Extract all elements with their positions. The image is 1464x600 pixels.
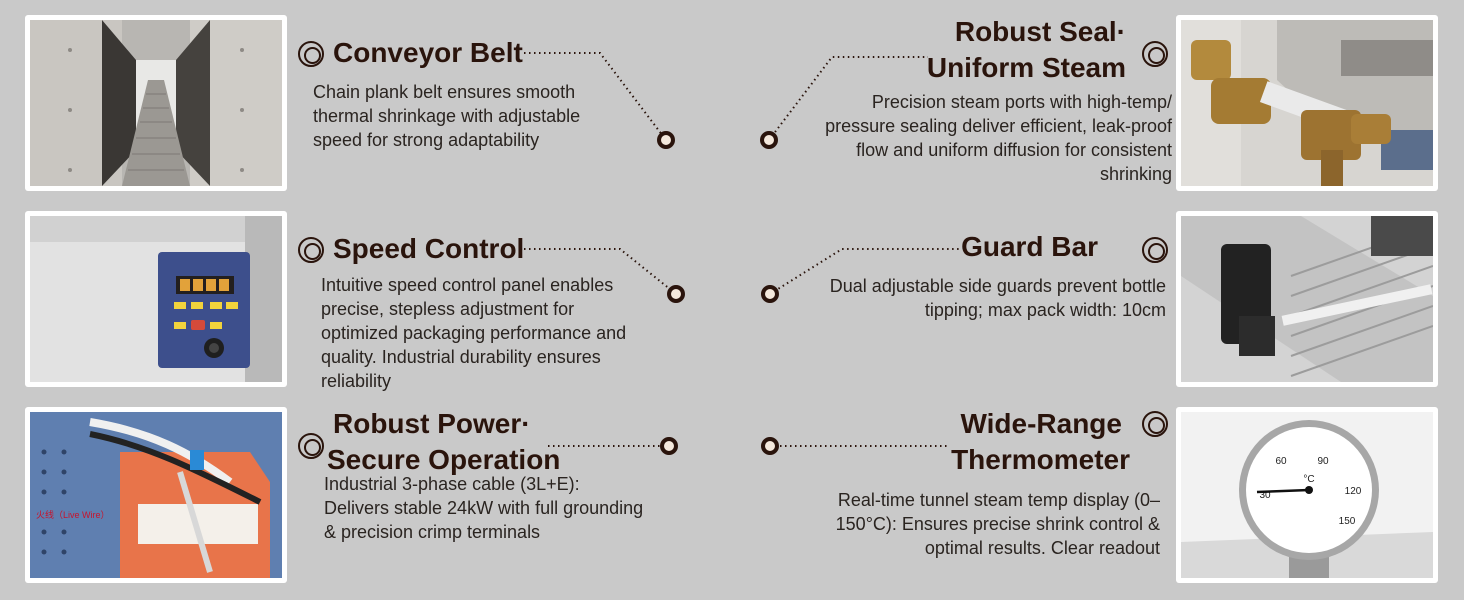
guard-bar-photo <box>1176 211 1438 387</box>
speed-control-title: Speed Control <box>333 233 525 264</box>
target-icon <box>298 237 324 263</box>
guard-bar-description: Dual adjustable side guards prevent bott… <box>829 276 1166 320</box>
leader-dot <box>667 285 685 303</box>
thermometer-gauge-image: 30 60 90 120 150 °C <box>1181 412 1433 578</box>
thermometer-title-line2: Thermometer <box>951 444 1130 475</box>
thermometer-photo: 30 60 90 120 150 °C <box>1176 407 1438 583</box>
gauge-unit: °C <box>1303 474 1314 485</box>
seal-description: Precision steam ports with high-temp/ pr… <box>825 92 1172 184</box>
power-description: Industrial 3-phase cable (3L+E): Deliver… <box>324 474 644 542</box>
conveyor-belt-title: Conveyor Belt <box>333 37 523 68</box>
conveyor-belt-description: Chain plank belt ensures smooth thermal … <box>313 82 581 150</box>
gauge-tick-30: 30 <box>1259 490 1271 501</box>
conveyor-tunnel-image <box>30 20 282 186</box>
target-icon <box>298 41 324 67</box>
live-wire-label: 火线（Live Wire） <box>36 509 110 520</box>
gauge-tick-90: 90 <box>1317 456 1329 467</box>
leader-dot <box>760 131 778 149</box>
speed-control-description: Intuitive speed control panel enables pr… <box>321 275 627 391</box>
gauge-tick-60: 60 <box>1275 456 1287 467</box>
thermometer-description: Real-time tunnel steam temp display (0–1… <box>835 490 1160 558</box>
speed-control-photo <box>25 211 287 387</box>
power-cable-photo: 火线（Live Wire） <box>25 407 287 583</box>
conveyor-belt-photo <box>25 15 287 191</box>
target-icon <box>1142 41 1168 67</box>
guard-bar-image <box>1181 216 1433 382</box>
gauge-tick-120: 120 <box>1345 486 1362 497</box>
target-icon <box>1142 411 1168 437</box>
seal-title-line1: Robust Seal· <box>954 16 1126 47</box>
gauge-tick-150: 150 <box>1339 516 1356 527</box>
power-title-line2: Secure Operation <box>327 444 561 475</box>
power-title-line1: Robust Power· <box>333 408 531 439</box>
target-icon <box>1142 237 1168 263</box>
leader-dot <box>761 285 779 303</box>
power-cable-image: 火线（Live Wire） <box>30 412 282 578</box>
steam-valve-image <box>1181 20 1433 186</box>
guard-bar-title: Guard Bar <box>961 231 1098 262</box>
leader-dot <box>761 437 779 455</box>
thermometer-title-line1: Wide-Range <box>960 408 1122 439</box>
leader-dot <box>657 131 675 149</box>
control-panel-image <box>30 216 282 382</box>
seal-title-line2: Uniform Steam <box>926 52 1126 83</box>
leader-dot <box>660 437 678 455</box>
steam-port-photo <box>1176 15 1438 191</box>
target-icon <box>298 433 324 459</box>
